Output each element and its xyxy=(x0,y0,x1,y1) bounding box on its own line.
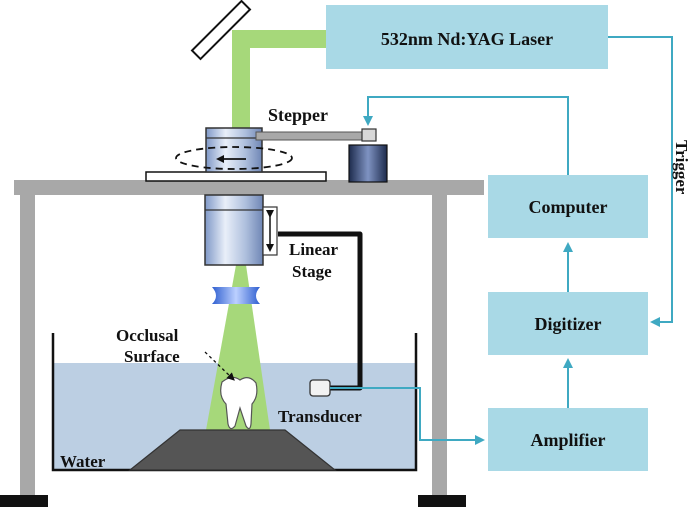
linear-stage-label-1: Linear xyxy=(289,240,339,259)
right-foot xyxy=(418,495,466,507)
beam-horizontal xyxy=(232,30,326,48)
drive-belt xyxy=(255,131,375,141)
beam-vertical xyxy=(232,30,250,128)
lens xyxy=(212,287,260,304)
signal-lines xyxy=(330,36,673,445)
occlusal-label-2: Surface xyxy=(124,347,180,366)
left-foot xyxy=(0,495,48,507)
computer-box-rect xyxy=(488,175,648,238)
transducer xyxy=(309,379,331,397)
rotation-plate xyxy=(145,171,327,182)
laser-box-rect xyxy=(326,5,608,69)
specimen-platform xyxy=(128,429,337,471)
stepper-pulley xyxy=(361,128,377,142)
linear-stage-cylinder xyxy=(204,194,264,266)
amplifier-box: Amplifier xyxy=(488,408,648,471)
stepper-assembly xyxy=(255,128,388,183)
stepper-label: Stepper xyxy=(268,105,328,125)
frame xyxy=(0,180,484,507)
laser-box: 532nm Nd:YAG Laser xyxy=(326,5,608,69)
frame-right-leg xyxy=(432,180,447,500)
computer-box-label: Computer xyxy=(529,197,608,217)
laser-box-label: 532nm Nd:YAG Laser xyxy=(381,29,553,49)
frame-top xyxy=(14,180,484,195)
rotation-stage xyxy=(175,127,293,173)
frame-left-leg xyxy=(20,180,35,500)
occlusal-pointer xyxy=(204,351,235,381)
transducer-label: Transducer xyxy=(278,407,362,426)
trigger-label: Trigger xyxy=(672,140,691,195)
linear-stage-unit xyxy=(204,194,278,266)
stepper-motor xyxy=(348,144,388,183)
water-label: Water xyxy=(60,452,106,471)
trigger-line xyxy=(608,36,673,327)
computer-box: Computer xyxy=(488,175,648,238)
mirror xyxy=(190,0,252,61)
amplifier-box-label: Amplifier xyxy=(531,430,606,450)
computer-to-stepper-line xyxy=(363,96,569,175)
digitizer-box: Digitizer xyxy=(488,292,648,355)
tooth xyxy=(220,376,258,430)
occlusal-label-1: Occlusal xyxy=(116,326,179,345)
rotation-arrow xyxy=(175,146,293,170)
digitizer-box-rect xyxy=(488,292,648,355)
rotation-cylinder xyxy=(205,127,263,173)
digitizer-box-label: Digitizer xyxy=(535,314,602,334)
linear-stage-label-2: Stage xyxy=(292,262,332,281)
transducer-to-amplifier-line xyxy=(330,387,485,445)
amplifier-box-rect xyxy=(488,408,648,471)
